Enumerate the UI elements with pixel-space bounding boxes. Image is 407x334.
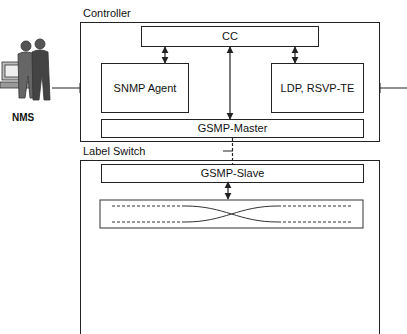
nms-icon bbox=[0, 39, 50, 100]
nms-link bbox=[52, 88, 80, 89]
process-box: LDP, RSVP-TE bbox=[271, 63, 364, 113]
process-box: CC bbox=[141, 26, 319, 47]
fabric-arrow bbox=[227, 182, 228, 199]
box-label: GSMP-Master bbox=[198, 122, 268, 135]
icon-label: NMS bbox=[12, 112, 34, 123]
box-heading: Label Switch bbox=[83, 145, 145, 158]
connector-arrow bbox=[164, 47, 165, 63]
external-link bbox=[380, 88, 407, 89]
switch-fabric bbox=[100, 200, 363, 228]
box-label: LDP, RSVP-TE bbox=[281, 82, 355, 95]
process-box: GSMP-Master bbox=[101, 119, 364, 138]
box-heading: Controller bbox=[83, 7, 131, 20]
box-label: CC bbox=[222, 30, 238, 43]
box-label: GSMP-Slave bbox=[201, 167, 265, 180]
switch-box: Label SwitchGSMP-Slave bbox=[80, 160, 380, 334]
connector-arrow bbox=[294, 47, 295, 63]
process-box: SNMP Agent bbox=[101, 63, 189, 113]
port-tick bbox=[223, 151, 233, 152]
process-box: GSMP-Slave bbox=[101, 164, 364, 183]
box-label: SNMP Agent bbox=[114, 82, 177, 95]
connector-arrow bbox=[229, 47, 230, 119]
controller-box: ControllerCCSNMP AgentLDP, RSVP-TEGSMP-M… bbox=[80, 22, 380, 142]
